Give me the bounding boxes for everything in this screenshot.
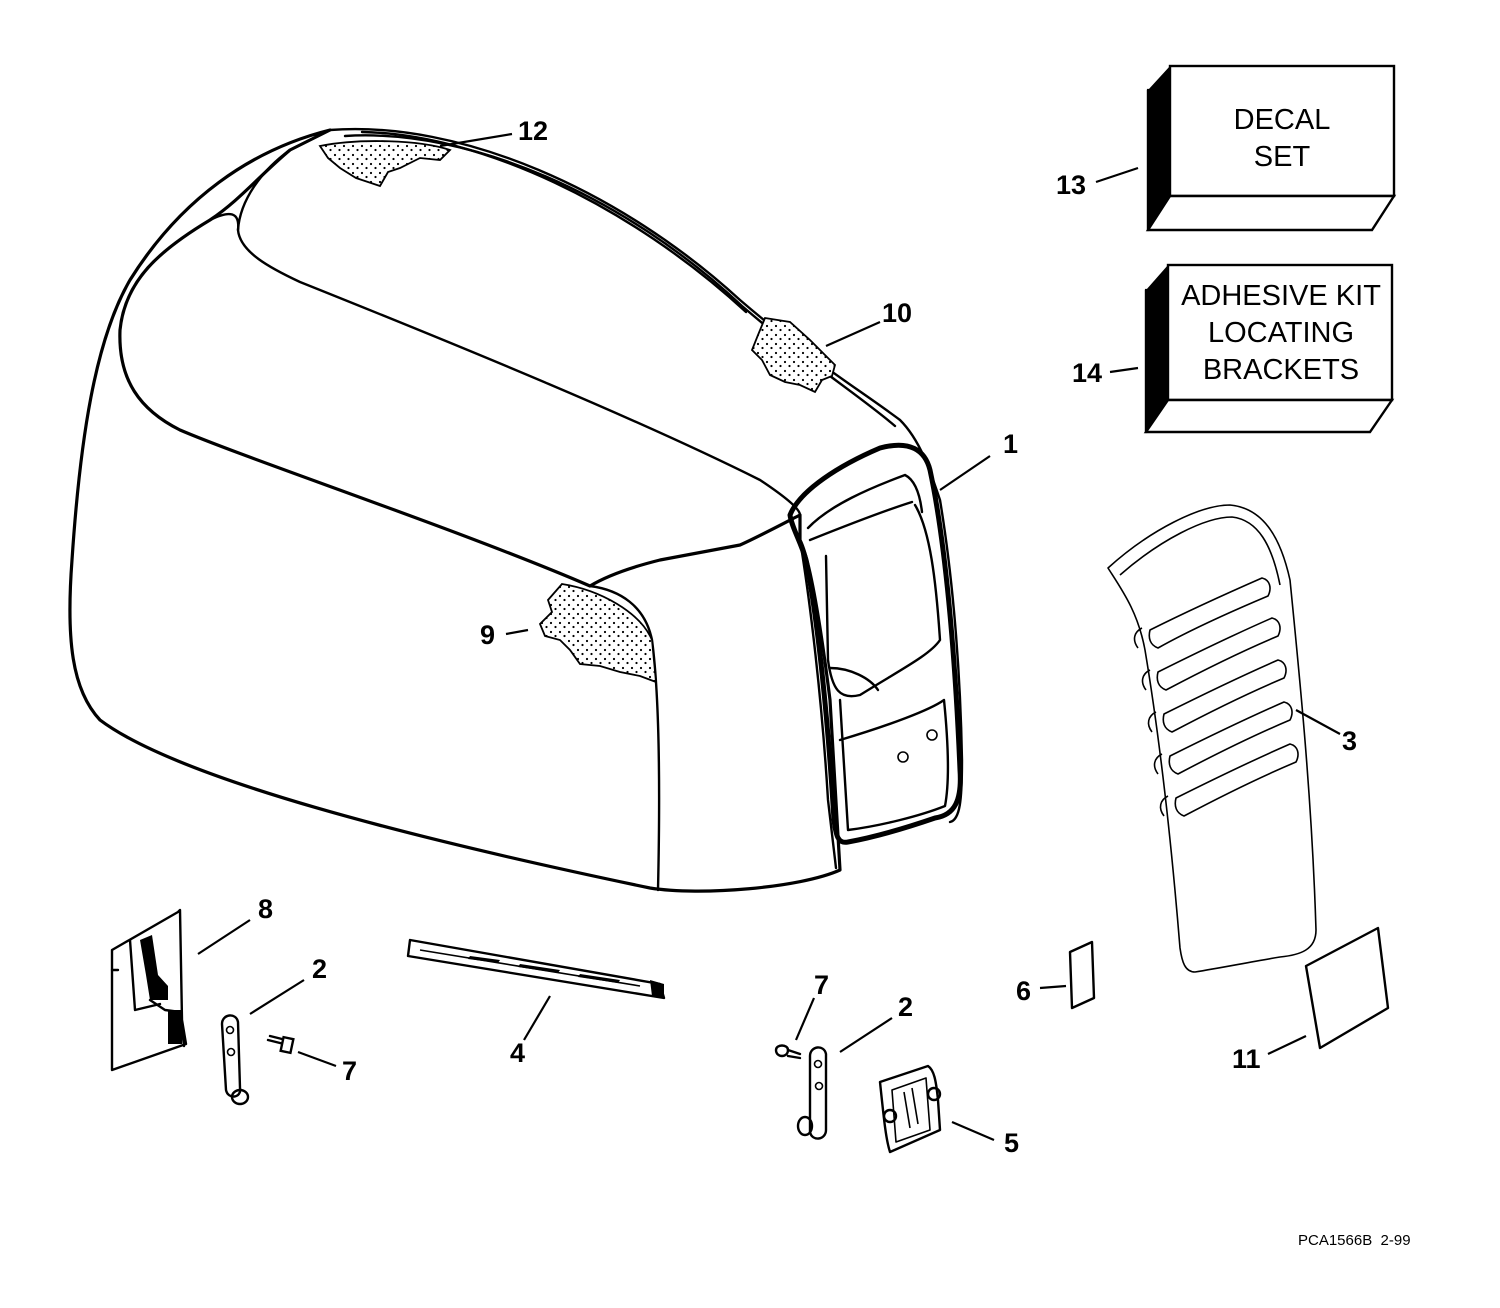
- decal-set-line-1: DECAL: [1234, 104, 1331, 136]
- callout-13: 13: [1056, 170, 1086, 200]
- leader-lines: [197, 132, 1341, 1142]
- adhesive-kit-line-2: LOCATING: [1208, 317, 1354, 349]
- grille-slats: [1133, 577, 1299, 817]
- square-decal: [1304, 926, 1390, 1050]
- intake-grille: [1107, 504, 1317, 973]
- decal-patch-9: [538, 583, 658, 684]
- callout-4: 4: [510, 1038, 525, 1068]
- latch-arm-right: [796, 1046, 828, 1140]
- callout-3: 3: [1342, 726, 1357, 756]
- small-decal: [1068, 940, 1096, 1010]
- decal-set-box: DECAL SET: [1145, 64, 1397, 232]
- callout-2-left: 2: [312, 954, 327, 984]
- callout-7-left: 7: [342, 1056, 357, 1086]
- callout-9: 9: [480, 620, 495, 650]
- motor-cover: [68, 127, 964, 893]
- decal-patch-12: [318, 140, 452, 188]
- screw-left: [266, 1034, 295, 1055]
- decal-set-line-2: SET: [1254, 141, 1311, 173]
- callout-12: 12: [518, 116, 548, 146]
- callout-numbers: 1 2 2 3 4 5 6 7 7 8 9 10 11 12 13 14: [258, 116, 1357, 1158]
- callout-10: 10: [882, 298, 912, 328]
- adhesive-kit-line-3: BRACKETS: [1203, 354, 1359, 386]
- callout-5: 5: [1004, 1128, 1019, 1158]
- callout-14: 14: [1072, 358, 1102, 388]
- latch-bracket: [110, 908, 188, 1072]
- callout-1: 1: [1003, 429, 1018, 459]
- callout-8: 8: [258, 894, 273, 924]
- seal-strip: [406, 938, 666, 1000]
- latch-arm-left: [220, 1014, 250, 1106]
- adhesive-kit-box: ADHESIVE KIT LOCATING BRACKETS: [1143, 263, 1395, 434]
- decal-patch-10: [750, 316, 837, 394]
- adhesive-kit-line-1: ADHESIVE KIT: [1181, 280, 1381, 312]
- callout-2-right: 2: [898, 992, 913, 1022]
- drawing-reference-code: PCA1566B 2-99: [1298, 1232, 1411, 1249]
- screw-right: [774, 1044, 802, 1060]
- callout-11: 11: [1232, 1044, 1261, 1074]
- callout-7-right: 7: [814, 970, 829, 1000]
- latch-plate: [878, 1064, 942, 1154]
- callout-6: 6: [1016, 976, 1031, 1006]
